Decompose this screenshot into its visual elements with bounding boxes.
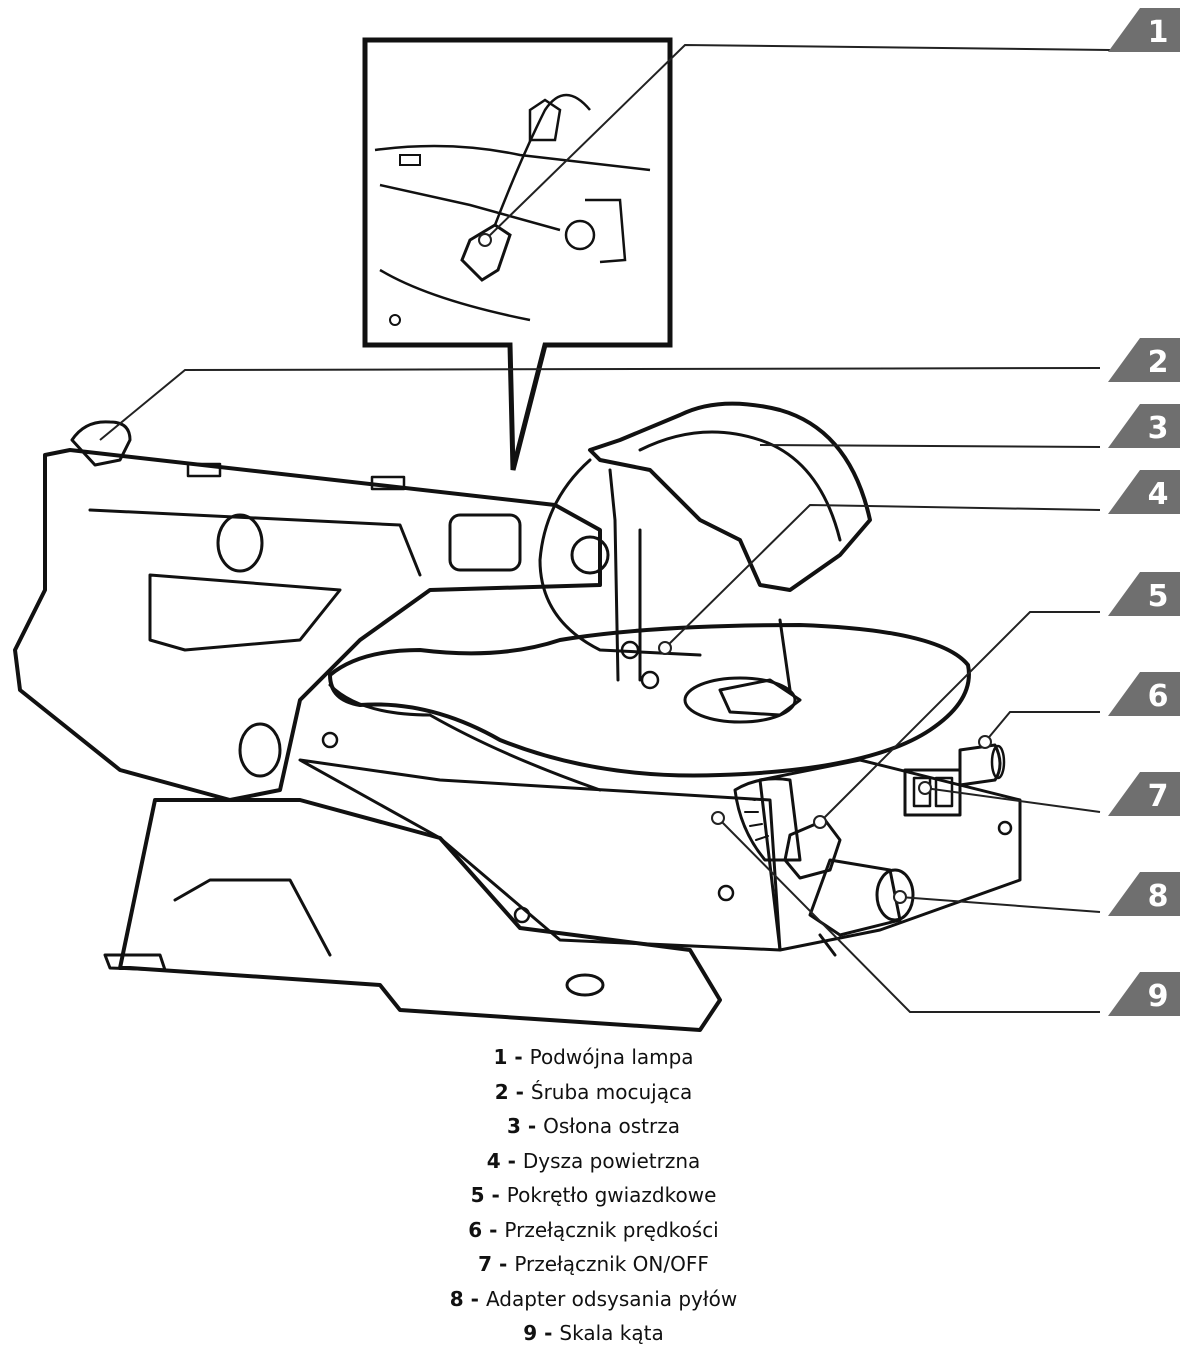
tag-3: 3 [1108, 404, 1180, 448]
tag-shape [1108, 872, 1180, 916]
tag-8: 8 [1108, 872, 1180, 916]
blade-guard [588, 401, 872, 592]
tag-number: 3 [1148, 411, 1169, 446]
legend-number: 7 [478, 1252, 493, 1276]
tag-number: 7 [1148, 779, 1169, 814]
tag-number: 9 [1148, 979, 1169, 1014]
legend-label: Przełącznik prędkości [504, 1217, 719, 1242]
tag-9: 9 [1108, 972, 1180, 1016]
tag-1: 1 [1108, 8, 1180, 52]
tag-7: 7 [1108, 772, 1180, 816]
legend-label: Dysza powietrzna [522, 1148, 701, 1173]
air-hose [538, 458, 702, 657]
tag-shape [1108, 404, 1180, 448]
legend-number: 9 [523, 1321, 538, 1345]
legend-separator: - [537, 1321, 560, 1345]
legend-number: 8 [449, 1286, 464, 1311]
motor-housing [298, 758, 782, 952]
legend-number: 3 [506, 1114, 521, 1138]
legend-separator: - [507, 1045, 530, 1069]
tag-shape [1108, 8, 1180, 52]
tag-5: 5 [1108, 572, 1180, 616]
legend-number: 4 [486, 1148, 501, 1173]
legend-separator: - [492, 1252, 515, 1276]
legend-number: 5 [470, 1183, 485, 1207]
legend-item-1: 1 - Podwójna lampa [0, 1044, 1187, 1070]
tag-shape [1108, 972, 1180, 1016]
leader-lines [99, 43, 1111, 1013]
tag-shape [1108, 772, 1180, 816]
leader-dots [478, 233, 992, 904]
tag-number: 2 [1148, 345, 1169, 380]
tag-shape [1108, 470, 1180, 514]
legend-separator: - [482, 1217, 505, 1242]
legend-item-4: 4 - Dysza powietrzna [0, 1148, 1187, 1174]
legend-item-3: 3 - Osłona ostrza [0, 1113, 1187, 1139]
fixing-screw [70, 420, 132, 467]
tag-4: 4 [1108, 470, 1180, 514]
tag-number: 5 [1148, 579, 1169, 614]
legend: 1 - Podwójna lampa 2 - Śruba mocująca 3 - … [0, 1040, 1187, 1351]
base [118, 798, 722, 1032]
legend-label: Podwójna lampa [529, 1045, 694, 1069]
legend-item-5: 5 - Pokrętło gwiazdkowe [0, 1182, 1187, 1208]
legend-item-9: 9 - Skala kąta [0, 1320, 1187, 1346]
legend-label: Adapter odsysania pyłów [485, 1286, 738, 1311]
saw-arm [13, 448, 602, 802]
dust-adapter [808, 858, 902, 937]
legend-label: Osłona ostrza [543, 1114, 680, 1138]
tag-6: 6 [1108, 672, 1180, 716]
saw-table [328, 623, 971, 778]
tag-number: 6 [1148, 679, 1169, 714]
legend-label: Przełącznik ON/OFF [514, 1252, 709, 1276]
legend-label: Śruba mocująca [530, 1079, 693, 1104]
legend-separator: - [463, 1286, 486, 1311]
legend-separator: - [520, 1114, 544, 1138]
tag-shape [1108, 672, 1180, 716]
legend-item-2: 2 - Śruba mocująca [0, 1079, 1187, 1105]
legend-label: Skala kąta [559, 1321, 664, 1345]
legend-number: 6 [468, 1217, 483, 1242]
tag-shape [1108, 572, 1180, 616]
legend-number: 2 [494, 1079, 509, 1104]
number-tags: 1 2 3 4 5 6 7 8 9 [1108, 8, 1180, 1016]
star-knob [783, 818, 842, 880]
legend-item-8: 8 - Adapter odsysania pyłów [0, 1286, 1187, 1312]
legend-separator: - [508, 1079, 531, 1104]
tag-shape [1108, 338, 1180, 382]
legend-item-7: 7 - Przełącznik ON/OFF [0, 1251, 1187, 1277]
legend-item-6: 6 - Przełącznik prędkości [0, 1217, 1187, 1243]
legend-separator: - [500, 1148, 523, 1173]
legend-separator: - [484, 1183, 507, 1207]
tag-number: 4 [1148, 477, 1169, 512]
scroll-saw-diagram: 1 2 3 4 5 6 7 8 9 [13, 8, 1180, 1032]
tag-2: 2 [1108, 338, 1180, 382]
detail-inset [362, 37, 673, 471]
tag-number: 8 [1148, 879, 1169, 914]
legend-label: Pokrętło gwiazdkowe [506, 1183, 717, 1207]
tag-number: 1 [1148, 15, 1169, 50]
legend-number: 1 [493, 1045, 508, 1069]
angle-scale [733, 777, 802, 862]
